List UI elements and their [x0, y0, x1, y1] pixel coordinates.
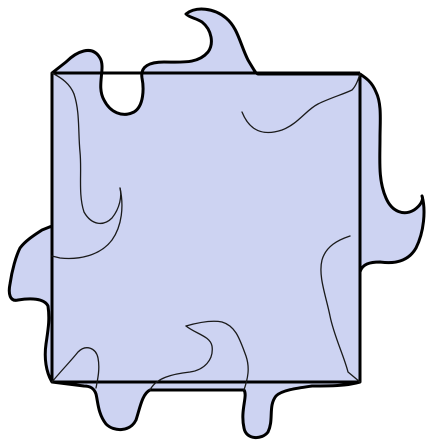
puzzle-tile-diagram	[0, 0, 426, 443]
